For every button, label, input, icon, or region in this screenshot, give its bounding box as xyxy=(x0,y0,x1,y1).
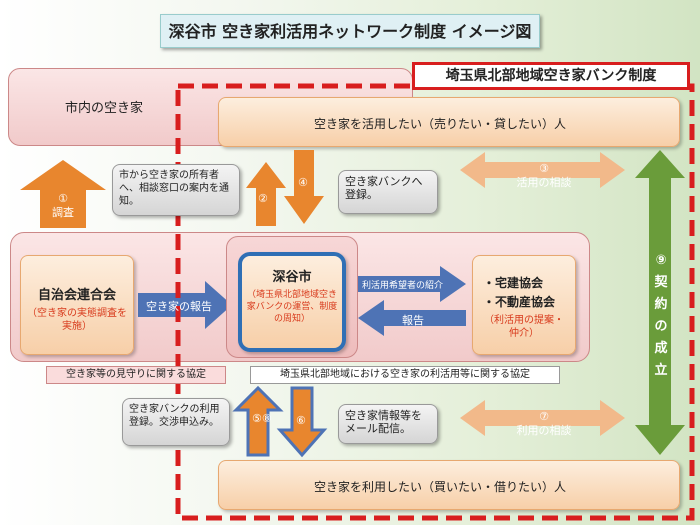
city-title: 深谷市 xyxy=(272,270,312,285)
report-vacant-label: 空き家の報告 xyxy=(146,300,212,313)
report-back-arrow xyxy=(358,300,466,336)
agreement-2-label: 埼玉県北部地域における空き家の利活用等に関する協定 xyxy=(250,366,560,384)
notify-note: 市から空き家の所有者へ、相談窓口の案内を通知。 xyxy=(112,164,240,216)
introduce-arrow xyxy=(358,266,466,302)
arrow-4-label: ④ xyxy=(298,176,308,189)
bank-system-label: 埼玉県北部地域空き家バンク制度 xyxy=(412,62,690,90)
consult-usage-label: ⑦ 利用の相談 xyxy=(496,410,592,438)
report-vacant-arrow xyxy=(138,281,232,329)
consult-use-label: ③ 活用の相談 xyxy=(496,162,592,190)
arrow-58-label: ⑤⑧ xyxy=(252,412,272,425)
association-title: 自治会連合会 xyxy=(37,288,116,303)
city-vacant-houses-label: 市内の空き家 xyxy=(65,101,144,116)
bank-system-frame xyxy=(175,83,695,521)
contract-number: ⑨ xyxy=(655,253,667,268)
consult-usage-number: ⑦ xyxy=(539,410,549,423)
contract-char: の xyxy=(654,319,668,334)
report-label: 報告 xyxy=(402,314,424,327)
arrow-6-label: ⑥ xyxy=(296,414,306,427)
consult-usage-double-arrow xyxy=(460,400,625,436)
arrow-4-down xyxy=(284,150,324,224)
consult-usage-text: 利用の相談 xyxy=(516,424,572,437)
realtors-sub: （利活用の提案・仲介） xyxy=(484,315,564,339)
arrow-2-label: ② xyxy=(258,192,268,205)
sellers-box: 空き家を活用したい（売りたい・貸したい）人 xyxy=(218,97,680,147)
survey-up-arrow xyxy=(20,160,106,228)
survey-text: 調査 xyxy=(52,206,74,219)
arrow-6-down xyxy=(276,386,328,458)
association-sub: （空き家の実態調査を実施） xyxy=(27,308,127,332)
survey-label: ① 調査 xyxy=(40,192,86,220)
survey-number: ① xyxy=(58,192,68,205)
consult-use-double-arrow xyxy=(460,152,625,188)
city-box: 深谷市 （埼玉県北部地域空き家バンクの運営、制度の周知） xyxy=(238,252,346,352)
realtors-line2: ・不動産協会 xyxy=(483,295,556,309)
buyers-box: 空き家を利用したい（買いたい・借りたい）人 xyxy=(218,460,680,510)
arrow-58-up xyxy=(232,385,284,457)
arrow-2-up xyxy=(246,162,286,226)
realtors-box: ・宅建協会 ・不動産協会 （利活用の提案・仲介） xyxy=(472,255,576,355)
page-title: 深谷市 空き家利活用ネットワーク制度 イメージ図 xyxy=(160,14,540,48)
contract-char: 立 xyxy=(654,363,668,378)
contract-label: ⑨ 契 約 の 成 立 xyxy=(650,250,672,382)
sellers-label: 空き家を活用したい（売りたい・貸したい）人 xyxy=(314,117,567,131)
contract-char: 成 xyxy=(654,341,668,356)
consult-use-text: 活用の相談 xyxy=(516,176,572,189)
consult-use-number: ③ xyxy=(539,162,549,175)
register-note: 空き家バンクへ登録。 xyxy=(338,170,438,214)
buyers-label: 空き家を利用したい（買いたい・借りたい）人 xyxy=(314,480,567,494)
introduce-label: 利活用希望者の紹介 xyxy=(362,281,444,291)
city-sub: （埼玉県北部地域空き家バンクの運営、制度の周知） xyxy=(246,290,338,324)
contract-char: 契 xyxy=(654,275,668,290)
realtors-line1: ・宅建協会 xyxy=(483,276,544,290)
user-register-note: 空き家バンクの利用登録。交渉申込み。 xyxy=(122,398,230,446)
mail-note: 空き家情報等をメール配信。 xyxy=(338,404,438,444)
association-box: 自治会連合会 （空き家の実態調査を実施） xyxy=(20,255,134,355)
contract-char: 約 xyxy=(654,297,668,312)
contract-arrow xyxy=(635,150,685,455)
agreement-1-label: 空き家等の見守りに関する協定 xyxy=(46,366,226,384)
